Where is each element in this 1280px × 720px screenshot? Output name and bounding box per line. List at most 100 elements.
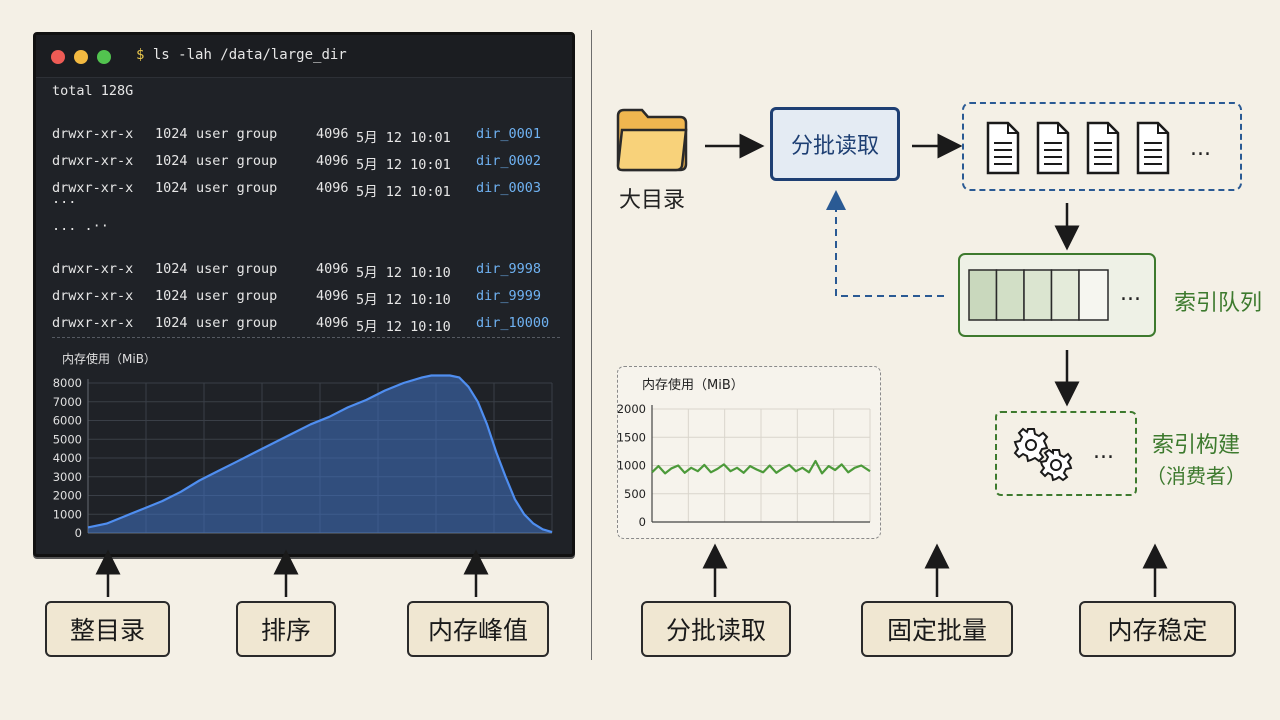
chart-title: 内存使用（MiB） (62, 351, 156, 366)
size: 4096 (316, 180, 349, 196)
label-fixed-batch: 固定批量 (861, 601, 1013, 657)
command-text: ls -lah /data/large_dir (152, 47, 347, 63)
index-queue-label: 索引队列 (1174, 291, 1263, 316)
document-icon (1136, 121, 1170, 175)
count: 1024 (155, 315, 188, 331)
terminal-prompt: $ (136, 47, 145, 63)
y-tick-label: 3000 (53, 470, 82, 484)
count: 1024 (155, 261, 188, 277)
label-batch-read: 分批读取 (641, 601, 791, 657)
dir-name: dir_0002 (476, 153, 542, 169)
date: 5月 12 10:01 (356, 157, 451, 173)
feedback-arrow (826, 190, 944, 297)
minimize-dot-icon[interactable] (74, 50, 88, 64)
owner: user group (196, 126, 278, 142)
ellipsis-line: ... (52, 191, 77, 207)
size: 4096 (316, 315, 349, 331)
y-tick-label: 7000 (53, 395, 82, 409)
terminal-window: $ ls -lah /data/large_dir total 128G drw… (33, 32, 575, 557)
dir-name: dir_10000 (476, 315, 550, 331)
date: 5月 12 10:10 (356, 265, 451, 281)
documents-batch: ... (962, 102, 1242, 191)
ellipsis-line: ... .·· (52, 218, 109, 234)
document-icon (986, 121, 1020, 175)
perm: drwxr-xr-x (52, 126, 134, 142)
memory-line (651, 459, 871, 475)
index-builder-node: ... (995, 411, 1137, 496)
count: 1024 (155, 180, 188, 196)
size: 4096 (316, 261, 349, 277)
queue-slots (968, 269, 1109, 321)
documents-more: ... (1190, 136, 1211, 161)
y-tick-label: 500 (624, 487, 646, 501)
panel-divider (591, 30, 592, 660)
queue-slot (1050, 269, 1080, 321)
dir-name: dir_0003 (476, 180, 542, 196)
label-whole-dir: 整目录 (45, 601, 170, 657)
date: 5月 12 10:10 (356, 292, 451, 308)
batch-read-node: 分批读取 (770, 107, 900, 181)
big-dir-label: 大目录 (618, 188, 685, 213)
perm: drwxr-xr-x (52, 261, 134, 277)
terminal-separator (52, 337, 560, 338)
perm: drwxr-xr-x (52, 315, 134, 331)
y-tick-label: 8000 (53, 376, 82, 390)
perm: drwxr-xr-x (52, 288, 134, 304)
owner: user group (196, 180, 278, 196)
memory-area (88, 375, 552, 533)
owner: user group (196, 288, 278, 304)
memory-line (87, 374, 553, 534)
y-tick-label: 1000 (53, 507, 82, 521)
chart-grid (651, 405, 871, 523)
date: 5月 12 10:01 (356, 184, 451, 200)
y-tick-label: 5000 (53, 432, 82, 446)
label-mem-peak: 内存峰值 (407, 601, 549, 657)
dir-row: drwxr-xr-x 1024 user group 4096 5月 12 10:01 d… (52, 110, 541, 146)
y-tick-label: 0 (639, 515, 646, 529)
y-tick-label: 1000 (618, 459, 646, 473)
count: 1024 (155, 126, 188, 142)
y-tick-label: 1500 (618, 430, 646, 444)
queue-slot (1023, 269, 1053, 321)
y-tick-label: 2000 (618, 402, 646, 416)
size: 4096 (316, 126, 349, 142)
owner: user group (196, 315, 278, 331)
memory-peak-chart: 内存使用（MiB） 0 1000 2000 3000 4000 5000 6000 7000 8… (53, 351, 553, 540)
consumer-label: （消费者） (1146, 464, 1246, 488)
size: 4096 (316, 288, 349, 304)
queue-slot (995, 269, 1025, 321)
index-build-label: 索引构建 (1152, 433, 1241, 458)
dir-row: drwxr-xr-x 1024 user group 4096 5月 12 10:10 d… (52, 272, 541, 308)
folder-icon (616, 108, 688, 172)
size: 4096 (316, 153, 349, 169)
dir-name: dir_9999 (476, 288, 542, 304)
queue-slot (968, 269, 998, 321)
y-tick-label: 6000 (53, 414, 82, 428)
y-tick-label: 4000 (53, 451, 82, 465)
owner: user group (196, 261, 278, 277)
maximize-dot-icon[interactable] (97, 50, 111, 64)
count: 1024 (155, 288, 188, 304)
gears-icon (1013, 427, 1073, 482)
queue-slot (1078, 269, 1109, 321)
document-icon (1086, 121, 1120, 175)
queue-more: ... (1120, 281, 1141, 306)
label-mem-stable: 内存稳定 (1079, 601, 1236, 657)
document-icon (1036, 121, 1070, 175)
index-queue-node: ... (958, 253, 1156, 337)
y-tick-label: 0 (75, 526, 82, 540)
y-tick-label: 2000 (53, 489, 82, 503)
close-dot-icon[interactable] (51, 50, 65, 64)
owner: user group (196, 153, 278, 169)
total-line: total 128G (52, 83, 134, 99)
date: 5月 12 10:01 (356, 130, 451, 146)
perm: drwxr-xr-x (52, 153, 134, 169)
dir-name: dir_0001 (476, 126, 542, 142)
builder-more: ... (1093, 439, 1114, 464)
